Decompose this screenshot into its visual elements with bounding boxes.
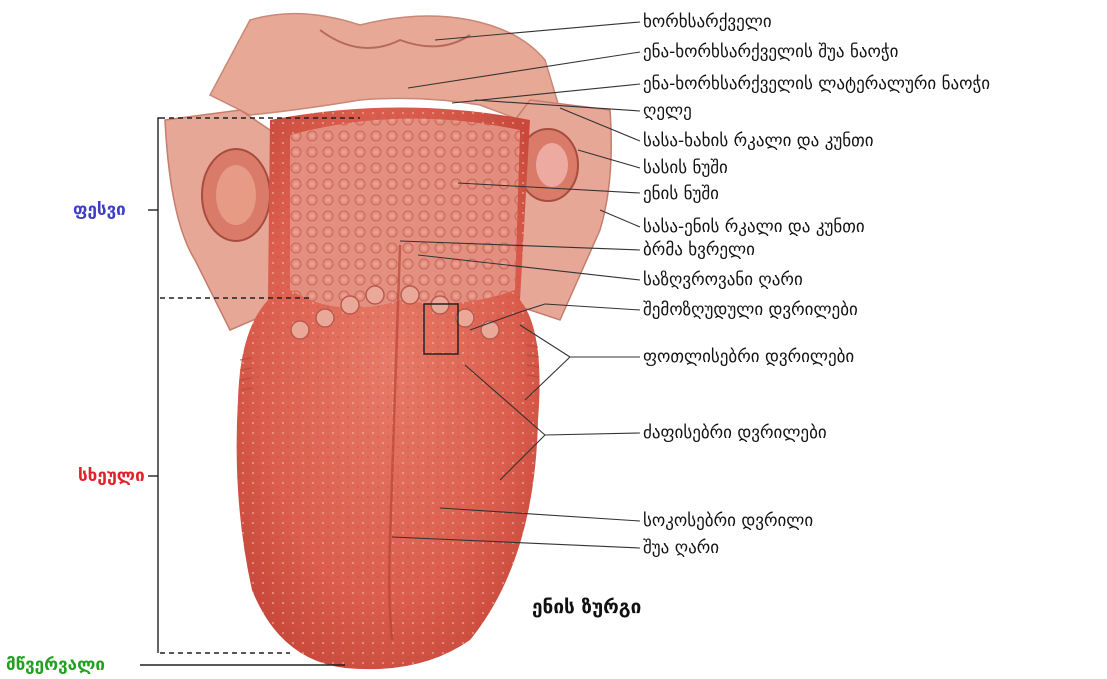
tongue-illustration (165, 14, 611, 670)
region-label-apex: მწვერვალი (6, 655, 105, 675)
label-terminal-sulcus: საზღვროვანი ღარი (643, 270, 803, 290)
label-foramen-cecum: ბრმა ხვრელი (643, 240, 755, 260)
label-fungiform-papilla: სოკოსებრი დვრილი (643, 511, 813, 531)
label-foliate-papillae: ფოთლისებრი დვრილები (643, 347, 854, 367)
label-palatopharyngeal: სასა-ხახის რკალი და კუნთი (643, 131, 874, 151)
region-label-root: ფესვი (73, 200, 126, 220)
label-vallate-papillae: შემოზღუდული დვრილები (643, 300, 858, 320)
label-palatoglossal: სასა-ენის რკალი და კუნთი (643, 217, 865, 237)
diagram-caption: ენის ზურგი (532, 596, 641, 618)
region-label-body: სხეული (78, 466, 145, 486)
epiglottis-shape (210, 14, 560, 120)
label-median-fold: ენა-ხორხსარქველის შუა ნაოჭი (643, 42, 898, 62)
label-lingual-tonsil: ენის ნუში (643, 184, 719, 204)
label-median-sulcus: შუა ღარი (643, 538, 719, 558)
label-filiform-papillae: ძაფისებრი დვრილები (643, 423, 827, 443)
label-vallecula: ღელე (643, 101, 692, 121)
label-palatine-tonsil: სასის ნუში (643, 158, 728, 178)
label-larynx: ხორხსარქველი (643, 12, 772, 32)
label-lateral-fold: ენა-ხორხსარქველის ლატერალური ნაოჭი (643, 74, 990, 94)
